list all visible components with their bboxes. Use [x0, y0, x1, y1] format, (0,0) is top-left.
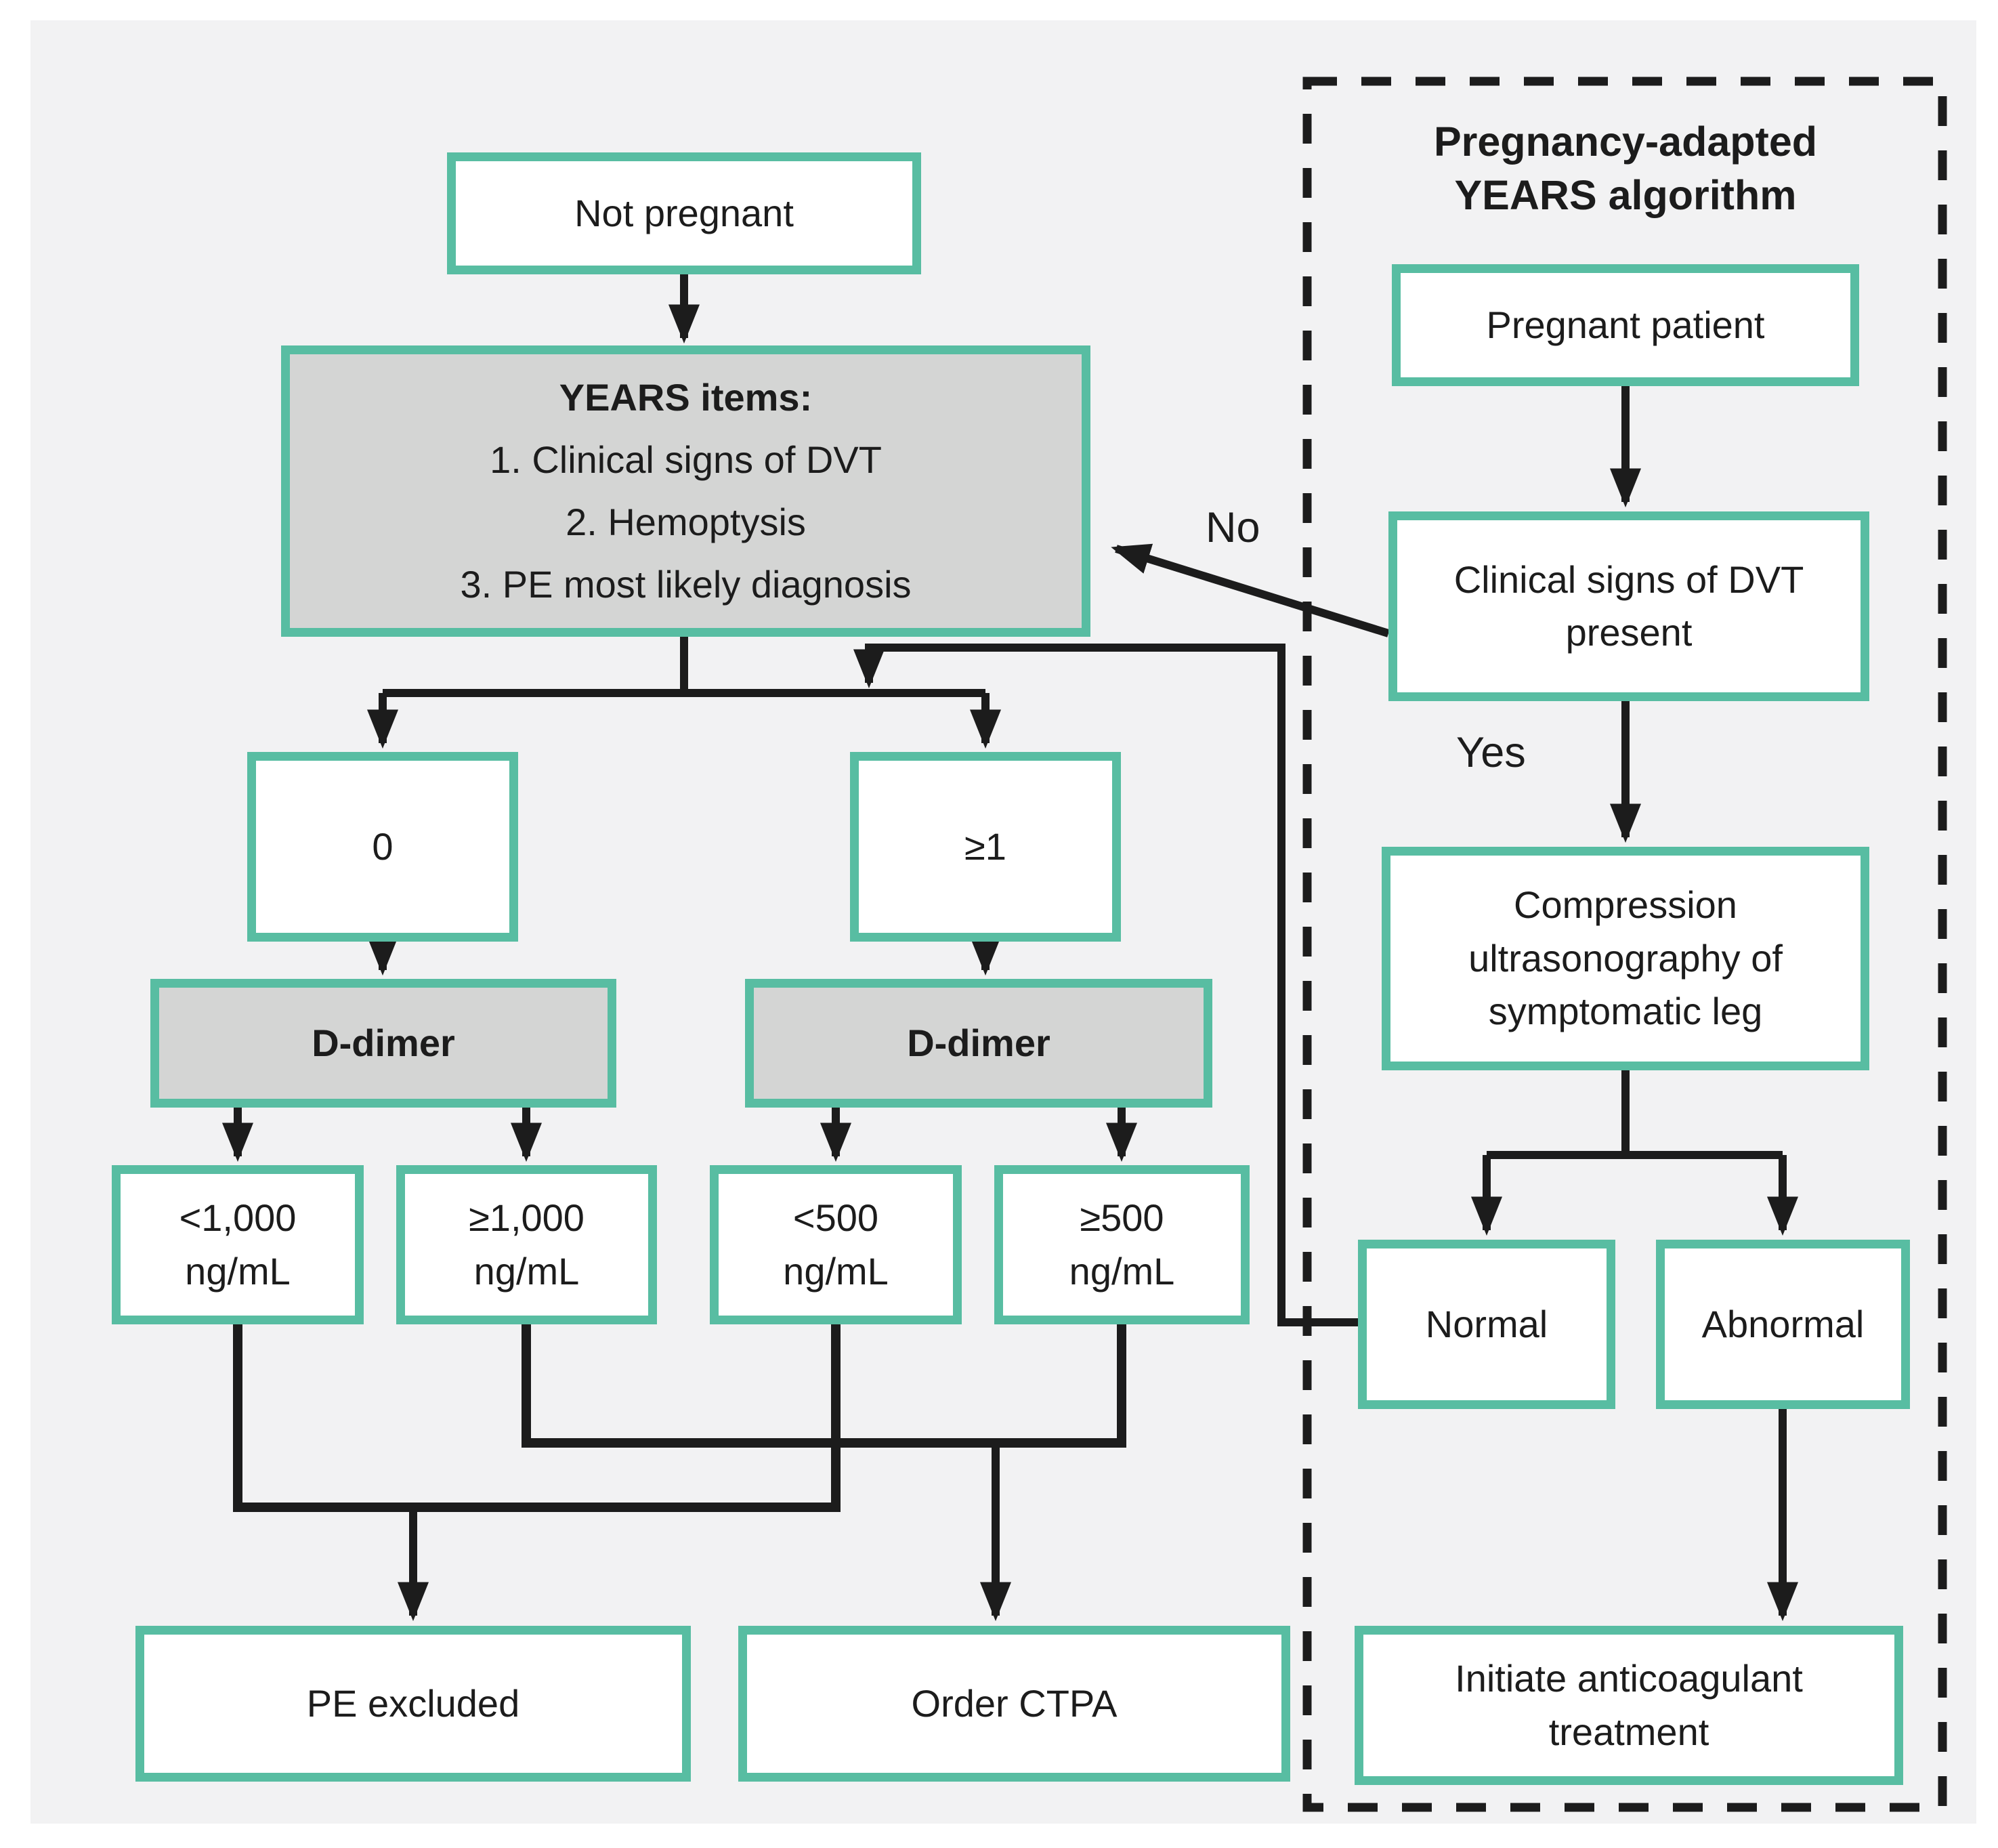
label-yes: Yes [1456, 729, 1526, 776]
node-ddimer-left: D-dimer [150, 979, 616, 1108]
node-initiate-treatment: Initiate anticoagulant treatment [1355, 1626, 1903, 1785]
pregnancy-panel-border [1302, 77, 1947, 1812]
edge-merge-order-ctpa [522, 1324, 1126, 1448]
node-not-pregnant: Not pregnant [447, 152, 921, 274]
years-item-1: 1. Clinical signs of DVT [490, 438, 882, 482]
edge-no-arrow [1111, 543, 1390, 637]
node-score-ge1: ≥1 [850, 752, 1121, 942]
node-score-zero: 0 [247, 752, 518, 942]
node-normal: Normal [1358, 1240, 1615, 1409]
years-item-2: 2. Hemoptysis [566, 501, 806, 543]
node-ge500: ≥500 ng/mL [994, 1165, 1250, 1324]
years-item-3: 3. PE most likely diagnosis [460, 562, 912, 606]
node-years-items: YEARS items: 1. Clinical signs of DVT 2.… [281, 345, 1090, 637]
pregnancy-panel-title: Pregnancy-adapted YEARS algorithm [1433, 119, 1818, 219]
node-clinical-signs: Clinical signs of DVT present [1388, 511, 1869, 701]
edge-merge-pe-excluded [233, 1324, 841, 1512]
node-pe-excluded: PE excluded [135, 1626, 691, 1782]
years-items-title: YEARS items: [559, 376, 813, 419]
node-ddimer-right: D-dimer [745, 979, 1212, 1108]
node-pregnant-patient: Pregnant patient [1392, 264, 1859, 386]
label-no: No [1206, 504, 1260, 551]
node-lt1000: <1,000 ng/mL [112, 1165, 364, 1324]
node-compression-us: Compression ultrasonography of symptomat… [1382, 847, 1869, 1070]
edge-normal-feedback [853, 644, 1358, 1326]
node-ge1000: ≥1,000 ng/mL [396, 1165, 657, 1324]
node-lt500: <500 ng/mL [710, 1165, 962, 1324]
node-order-ctpa: Order CTPA [738, 1626, 1290, 1782]
node-abnormal: Abnormal [1656, 1240, 1910, 1409]
